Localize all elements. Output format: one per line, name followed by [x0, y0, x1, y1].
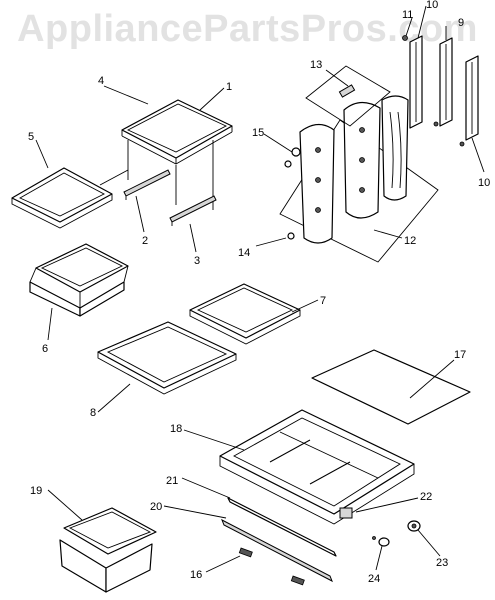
callout-5: 5 [28, 131, 34, 143]
callout-22: 22 [420, 491, 432, 503]
callout-16: 16 [190, 569, 202, 581]
callout-2: 2 [142, 235, 148, 247]
part-19-drawer[interactable] [59, 507, 157, 593]
callout-24: 24 [368, 573, 380, 585]
part-11-screw[interactable] [402, 35, 408, 41]
part-15-bushing[interactable] [284, 147, 301, 168]
callouts: 1 4 5 2 3 6 7 8 9 10 11 10 13 15 12 14 1… [28, 0, 490, 585]
part-23-knob[interactable] [407, 520, 421, 532]
callout-17: 17 [454, 349, 466, 361]
part-10-vertical-rail-upper[interactable] [409, 35, 423, 129]
projection-lines [99, 140, 214, 210]
callout-21: 21 [166, 475, 178, 487]
callout-20: 20 [150, 501, 162, 513]
part-16-slide-guide[interactable] [238, 547, 305, 586]
part-1-shelf-frame[interactable] [121, 99, 233, 165]
part-12-air-duct-assembly[interactable] [279, 95, 439, 263]
callout-8: 8 [90, 407, 96, 419]
callout-14: 14 [238, 247, 250, 259]
part-20-rail[interactable] [221, 518, 333, 583]
part-5-glass-shelf[interactable] [11, 167, 113, 229]
callout-15: 15 [252, 127, 264, 139]
callout-3: 3 [194, 255, 200, 267]
part-17-cover-panel[interactable] [311, 349, 471, 425]
callout-9: 9 [458, 17, 464, 29]
leader-lines [35, 5, 485, 573]
callout-6: 6 [42, 343, 48, 355]
callout-10b: 10 [478, 177, 490, 189]
callout-1: 1 [226, 81, 232, 93]
part-24-screw[interactable] [372, 536, 390, 547]
callout-11: 11 [402, 9, 413, 21]
callout-10a: 10 [426, 0, 438, 11]
part-8-glass-shelf[interactable] [97, 321, 237, 395]
part-2-slide-rail[interactable] [123, 169, 171, 200]
callout-18: 18 [170, 423, 182, 435]
part-9-vertical-rail[interactable] [439, 37, 453, 127]
callout-13: 13 [310, 59, 322, 71]
part-21-rail[interactable] [227, 497, 337, 557]
part-6-crisper-drawer[interactable] [29, 243, 129, 317]
part-10-vertical-rail-lower[interactable] [465, 55, 479, 141]
callout-19: 19 [30, 485, 42, 497]
rail-screws [433, 121, 465, 147]
callout-7: 7 [320, 295, 326, 307]
callout-12: 12 [404, 235, 416, 247]
callout-23: 23 [436, 557, 448, 569]
part-14-fastener[interactable] [287, 232, 295, 240]
part-18-pan-frame[interactable] [219, 409, 415, 525]
part-7-shelf-frame[interactable] [189, 283, 301, 345]
callout-4: 4 [98, 75, 104, 87]
part-22-bracket[interactable] [339, 507, 353, 519]
part-13-cover[interactable] [305, 65, 391, 127]
part-3-slide-rail[interactable] [169, 195, 217, 226]
